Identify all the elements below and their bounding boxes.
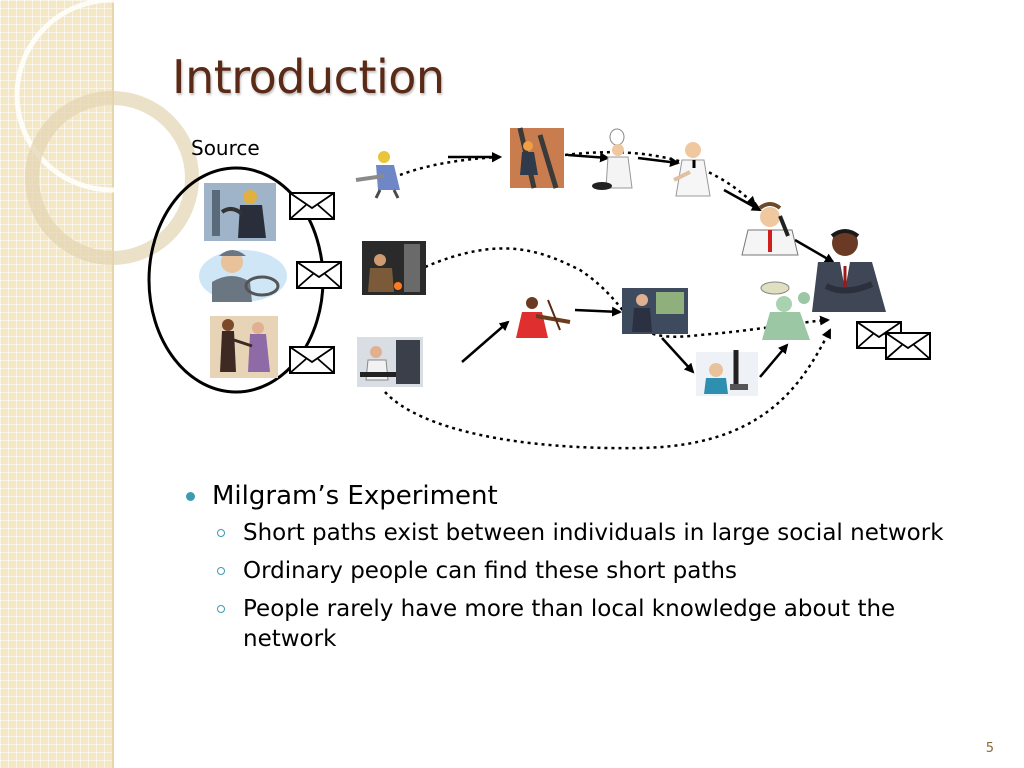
engineer-clipart xyxy=(204,183,276,241)
bullet-main-text: Milgram’s Experiment xyxy=(212,481,498,511)
path-bottom-dotted xyxy=(384,328,832,450)
construction-worker-clipart xyxy=(355,151,400,199)
milgram-diagram xyxy=(147,127,931,450)
sub-bullet-text: People rarely have more than local knowl… xyxy=(243,596,896,652)
path-top-dotted-2 xyxy=(564,150,757,207)
arrow-s3 xyxy=(637,156,680,167)
arrow-s7 xyxy=(574,306,622,317)
page-number: 5 xyxy=(985,741,994,756)
sub-bullet: Short paths exist between individuals in… xyxy=(216,518,986,548)
path-top-dotted-1 xyxy=(399,152,502,177)
sub-bullet-list: Short paths exist between individuals in… xyxy=(186,518,986,654)
bullet-ring-icon xyxy=(217,605,225,613)
decorative-circles xyxy=(14,0,200,265)
arrow-s9 xyxy=(759,343,789,378)
pilot-clipart xyxy=(199,250,287,302)
bullet-ring-icon xyxy=(217,567,225,575)
sub-bullet-text: Short paths exist between individuals in… xyxy=(243,520,944,546)
pianist-clipart xyxy=(357,337,423,387)
sub-bullet: People rarely have more than local knowl… xyxy=(216,594,986,654)
businessman-phone-clipart xyxy=(741,202,799,256)
sub-bullet: Ordinary people can find these short pat… xyxy=(216,556,986,586)
arrow-s2 xyxy=(567,152,610,163)
surgeons-clipart xyxy=(760,281,810,340)
arrow-s4 xyxy=(723,188,762,212)
arrow-s8 xyxy=(661,337,695,374)
target-businessman-clipart xyxy=(812,229,886,312)
envelope-icon xyxy=(885,332,931,360)
violinist-clipart xyxy=(516,297,571,338)
arrow-s5 xyxy=(794,238,835,264)
slide-title: Introduction xyxy=(172,50,445,104)
source-label: Source xyxy=(191,136,260,160)
sidebar-divider xyxy=(112,0,114,768)
welder-clipart xyxy=(510,127,564,189)
scientist-clipart xyxy=(696,350,758,396)
envelope-icon xyxy=(289,192,335,220)
blacksmith-clipart xyxy=(362,241,426,295)
arrow-s6 xyxy=(461,320,510,363)
bullet-dot-icon xyxy=(186,492,195,501)
envelope-icon xyxy=(289,346,335,374)
bullet-ring-icon xyxy=(217,529,225,537)
bullet-main: Milgram’s Experiment xyxy=(186,478,986,514)
dancers-clipart xyxy=(210,316,278,378)
sub-bullet-text: Ordinary people can find these short pat… xyxy=(243,558,737,584)
bullet-list: Milgram’s Experiment Short paths exist b… xyxy=(186,478,986,662)
waiter-clipart xyxy=(673,142,711,197)
chef-clipart xyxy=(592,128,633,190)
envelope-icon xyxy=(296,261,342,289)
lecturer-clipart xyxy=(622,288,688,334)
